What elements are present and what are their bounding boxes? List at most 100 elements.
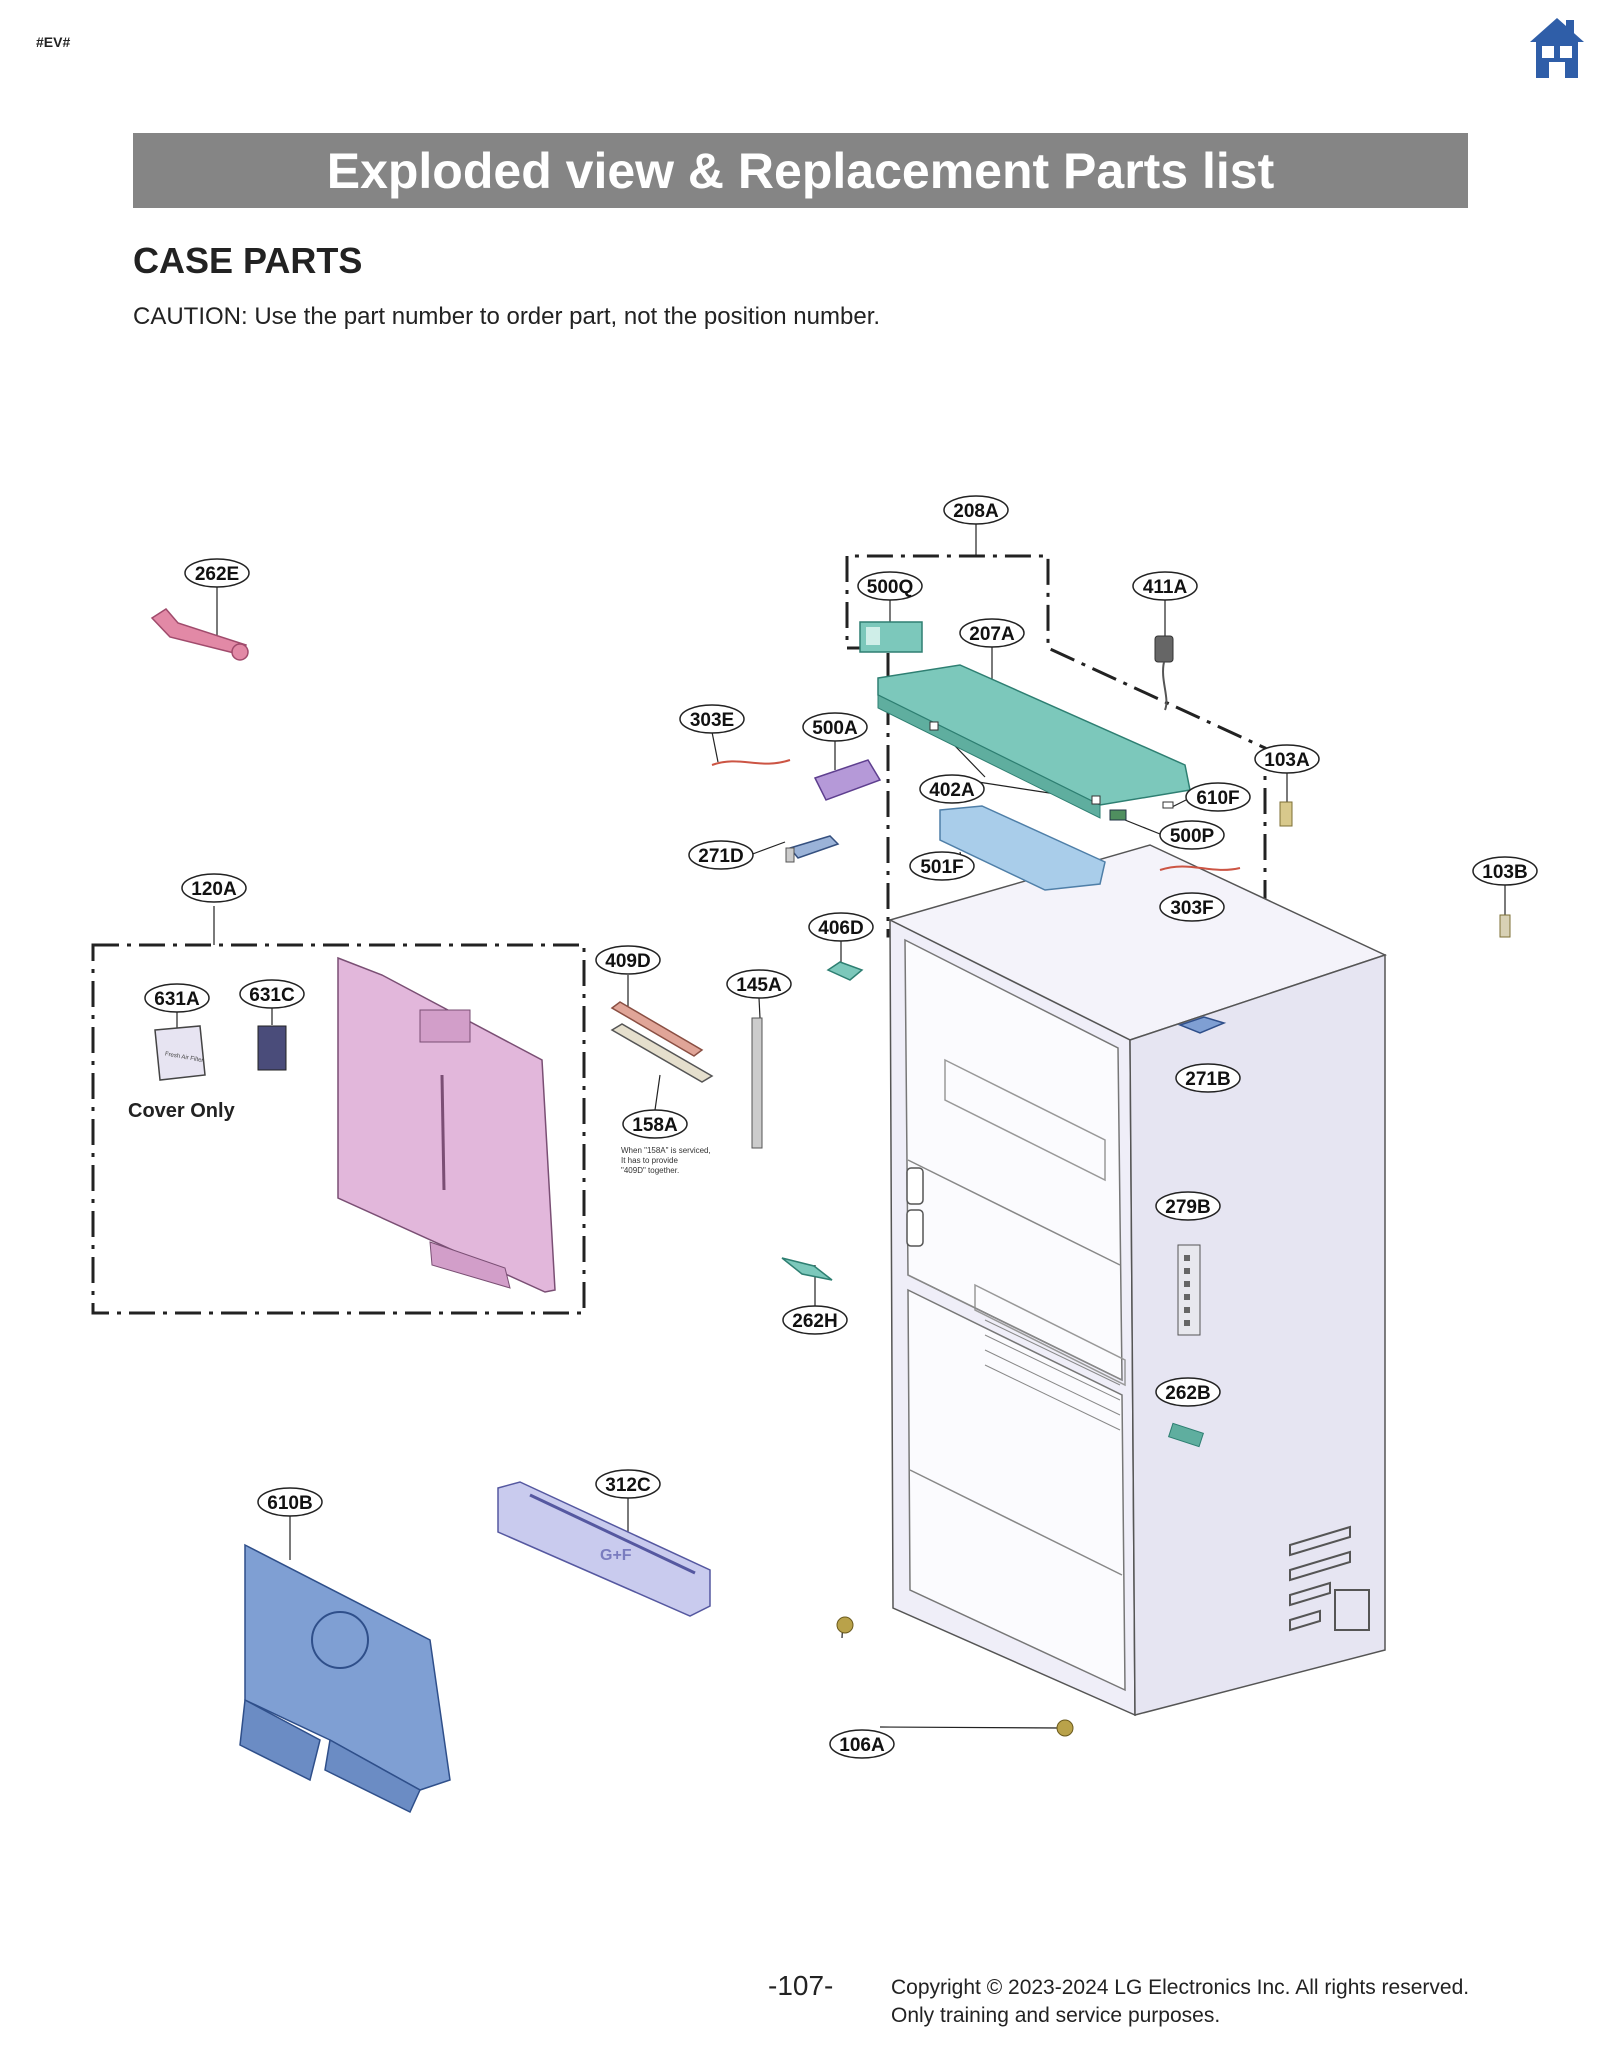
label-207A: 207A	[959, 618, 1025, 648]
svg-text:262E: 262E	[195, 564, 239, 585]
svg-text:120A: 120A	[191, 879, 237, 900]
svg-text:103A: 103A	[1264, 750, 1310, 771]
part-631C-filter	[257, 1025, 287, 1071]
label-411A: 411A	[1132, 571, 1198, 601]
part-103B-bracket	[1499, 914, 1511, 938]
part-262E-wrench	[150, 608, 249, 661]
svg-text:207A: 207A	[969, 624, 1015, 645]
label-501F: 501F	[909, 851, 975, 881]
group-120A-boundary	[91, 943, 586, 1315]
section-title: CASE PARTS	[133, 240, 363, 281]
part-158A-strip	[610, 1023, 714, 1083]
svg-text:303E: 303E	[690, 710, 734, 731]
label-409D: 409D	[595, 945, 661, 975]
label-262H: 262H	[782, 1305, 848, 1335]
label-303E: 303E	[679, 704, 745, 734]
svg-text:262H: 262H	[792, 1311, 837, 1332]
part-501F-cover	[939, 805, 1106, 891]
label-158A: 158A	[622, 1109, 688, 1139]
part-262B-bracket	[1167, 1422, 1205, 1448]
label-120A: 120A	[181, 873, 247, 903]
label-106A: 106A	[829, 1729, 895, 1759]
svg-text:402A: 402A	[929, 780, 975, 801]
svg-text:262B: 262B	[1165, 1383, 1210, 1404]
part-271B-hinge	[1177, 1016, 1227, 1034]
svg-text:631C: 631C	[249, 985, 295, 1006]
svg-text:409D: 409D	[605, 951, 650, 972]
part-411A-power-cord	[1154, 635, 1174, 711]
main-cabinet	[887, 844, 1388, 1717]
label-262B: 262B	[1155, 1377, 1221, 1407]
part-145A-rail	[751, 1017, 763, 1149]
label-262E: 262E	[184, 558, 250, 588]
svg-text:271D: 271D	[698, 846, 743, 867]
caution-text: CAUTION: Use the part number to order pa…	[133, 303, 881, 330]
svg-text:500P: 500P	[1170, 826, 1215, 847]
svg-text:312C: 312C	[605, 1475, 651, 1496]
label-312C: 312C	[595, 1469, 661, 1499]
label-208A: 208A	[943, 495, 1009, 525]
part-631A-filter-cover: Fresh Air Filter	[154, 1025, 206, 1081]
part-271D-hinge	[785, 835, 840, 863]
svg-text:145A: 145A	[736, 975, 782, 996]
svg-text:500Q: 500Q	[867, 577, 913, 598]
note-158a-line3: "409D" together.	[621, 1166, 679, 1175]
label-271D: 271D	[688, 840, 754, 870]
page-number: -107-	[768, 1970, 834, 2001]
label-402A: 402A	[919, 774, 985, 804]
label-103B: 103B	[1472, 856, 1538, 886]
label-500A: 500A	[802, 712, 868, 742]
part-409D-strip	[610, 1001, 704, 1057]
part-262H-bracket	[781, 1257, 833, 1281]
svg-text:271B: 271B	[1185, 1069, 1230, 1090]
svg-text:501F: 501F	[920, 857, 963, 878]
label-303F: 303F	[1159, 892, 1225, 922]
label-631C: 631C	[239, 979, 305, 1009]
part-406D-bracket	[826, 961, 864, 981]
label-103A: 103A	[1254, 744, 1320, 774]
copyright: Copyright © 2023-2024 LG Electronics Inc…	[891, 1974, 1469, 2030]
cover-only-note: Cover Only	[128, 1100, 236, 1122]
part-312C-drawer: G+F	[497, 1481, 711, 1617]
svg-text:208A: 208A	[953, 501, 999, 522]
svg-text:610F: 610F	[1196, 788, 1239, 809]
svg-text:500A: 500A	[812, 718, 858, 739]
part-500P	[1109, 809, 1127, 821]
label-500Q: 500Q	[857, 571, 923, 601]
part-500Q-board	[859, 621, 923, 653]
part-303E-harness	[711, 759, 791, 766]
copyright-line1: Copyright © 2023-2024 LG Electronics Inc…	[891, 1976, 1470, 1999]
svg-text:631A: 631A	[154, 989, 200, 1010]
svg-text:411A: 411A	[1143, 577, 1188, 598]
part-120A-door-cover	[337, 956, 556, 1293]
note-158a-line1: When "158A" is serviced,	[621, 1146, 711, 1155]
part-303F-harness	[1159, 865, 1241, 871]
position-labels: 208A 262E 500Q 411A 207A 303E 500A 103A …	[144, 495, 1538, 1759]
copyright-line2: Only training and service purposes.	[891, 2004, 1221, 2027]
corner-mark: #EV#	[36, 34, 71, 50]
part-103A-bracket	[1279, 801, 1293, 827]
part-610B-fan-assembly	[239, 1543, 451, 1814]
svg-text:303F: 303F	[1170, 898, 1213, 919]
page-title: Exploded view & Replacement Parts list	[133, 133, 1468, 208]
label-145A: 145A	[726, 969, 792, 999]
drawer-logo: G+F	[600, 1547, 632, 1564]
note-158a-line2: It has to provide	[621, 1156, 678, 1165]
svg-text:279B: 279B	[1165, 1197, 1210, 1218]
svg-text:158A: 158A	[632, 1115, 678, 1136]
svg-text:610B: 610B	[267, 1493, 312, 1514]
label-406D: 406D	[808, 912, 874, 942]
label-500P: 500P	[1159, 820, 1225, 850]
part-402A-sensor	[929, 721, 1101, 805]
label-279B: 279B	[1155, 1191, 1221, 1221]
label-631A: 631A	[144, 983, 210, 1013]
part-610F	[1162, 801, 1174, 809]
label-610B: 610B	[257, 1487, 323, 1517]
part-279B-display	[1177, 1244, 1201, 1336]
part-106A-feet	[836, 1616, 1074, 1737]
svg-text:406D: 406D	[818, 918, 863, 939]
part-500A-board	[813, 759, 882, 801]
svg-text:103B: 103B	[1482, 862, 1527, 883]
home-button[interactable]	[1528, 16, 1586, 80]
